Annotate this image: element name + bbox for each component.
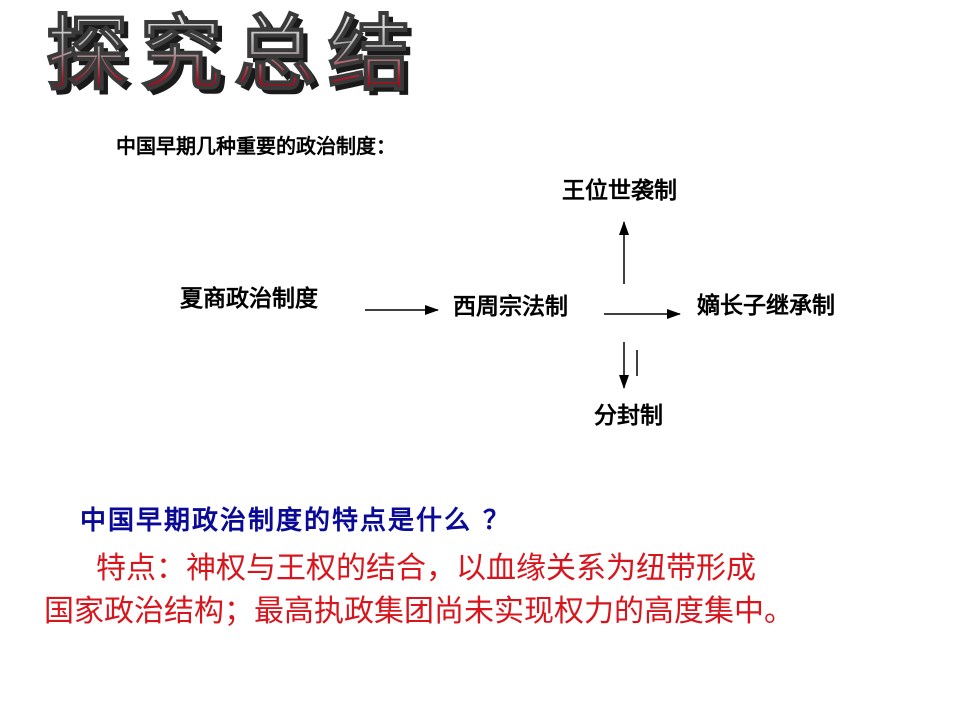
question-text: 中国早期政治制度的特点是什么 ？	[80, 506, 512, 536]
node-xia-shang-system: 夏商政治制度	[180, 286, 318, 312]
answer-line-2: 国家政治结构；最高执政集团尚未实现权力的高度集中。	[44, 594, 794, 629]
node-dizhang-zi-jicheng: 嫡长子继承制	[697, 293, 835, 319]
node-xizhou-zongfa: 西周宗法制	[453, 294, 568, 320]
node-wangwei-shixi: 王位世袭制	[562, 178, 677, 204]
node-fenfeng: 分封制	[594, 403, 663, 429]
answer-line-1: 特点：神权与王权的结合，以血缘关系为纽带形成	[96, 551, 756, 586]
slide-title-text: 探究总结	[46, 7, 422, 102]
slide-title: 探究总结 探究总结	[45, 6, 415, 107]
slide-title-shadow: 探究总结	[51, 12, 427, 107]
diagram-subtitle: 中国早期几种重要的政治制度：	[116, 134, 396, 158]
